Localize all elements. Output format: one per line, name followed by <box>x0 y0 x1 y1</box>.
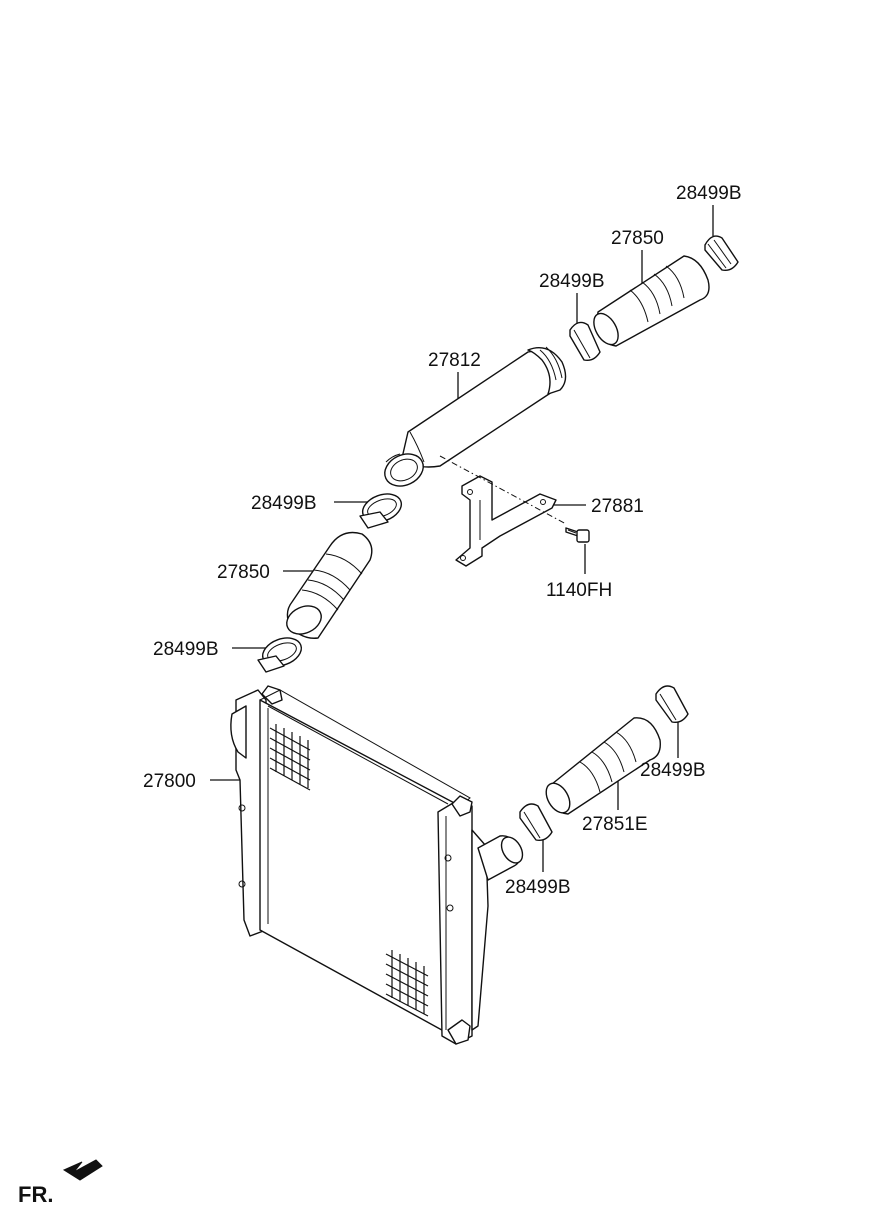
front-arrow-icon <box>62 1159 103 1181</box>
hose-upper <box>593 255 710 347</box>
clamp-pipe-end <box>359 493 403 529</box>
intercooler <box>230 685 524 1045</box>
clamp-right-inner <box>519 803 553 842</box>
label-clamp-right-outer: 28499B <box>640 760 706 781</box>
label-pipe: 27812 <box>428 350 481 371</box>
charge-pipe <box>384 346 567 487</box>
clamp-right-outer <box>655 685 689 724</box>
label-bracket: 27881 <box>591 496 644 517</box>
label-clamp-pipe-end: 28499B <box>251 493 317 514</box>
part-labels: 28499B 27850 28499B 27812 28499B 27881 2… <box>18 183 742 1207</box>
clamp-top-right <box>704 235 739 272</box>
label-hose-lower: 27851E <box>582 814 648 835</box>
clamp-upper-mid <box>569 321 601 362</box>
bolt <box>565 527 590 543</box>
label-intercooler: 27800 <box>143 771 196 792</box>
label-clamp-top-right: 28499B <box>676 183 742 204</box>
label-clamp-right-inner: 28499B <box>505 877 571 898</box>
front-indicator-label: FR. <box>18 1182 53 1207</box>
label-hose-mid: 27850 <box>217 562 270 583</box>
core-fins-lower <box>385 950 429 1017</box>
hose-lower <box>545 717 661 815</box>
clamp-lower-left <box>257 637 303 673</box>
hose-mid <box>286 531 373 639</box>
label-bolt: 1140FH <box>546 580 612 601</box>
label-clamp-upper-mid: 28499B <box>539 271 605 292</box>
core-fins-upper <box>269 724 311 791</box>
bracket <box>439 455 567 567</box>
label-hose-upper: 27850 <box>611 228 664 249</box>
leader-lines <box>210 205 714 872</box>
label-clamp-lower-left: 28499B <box>153 639 219 660</box>
